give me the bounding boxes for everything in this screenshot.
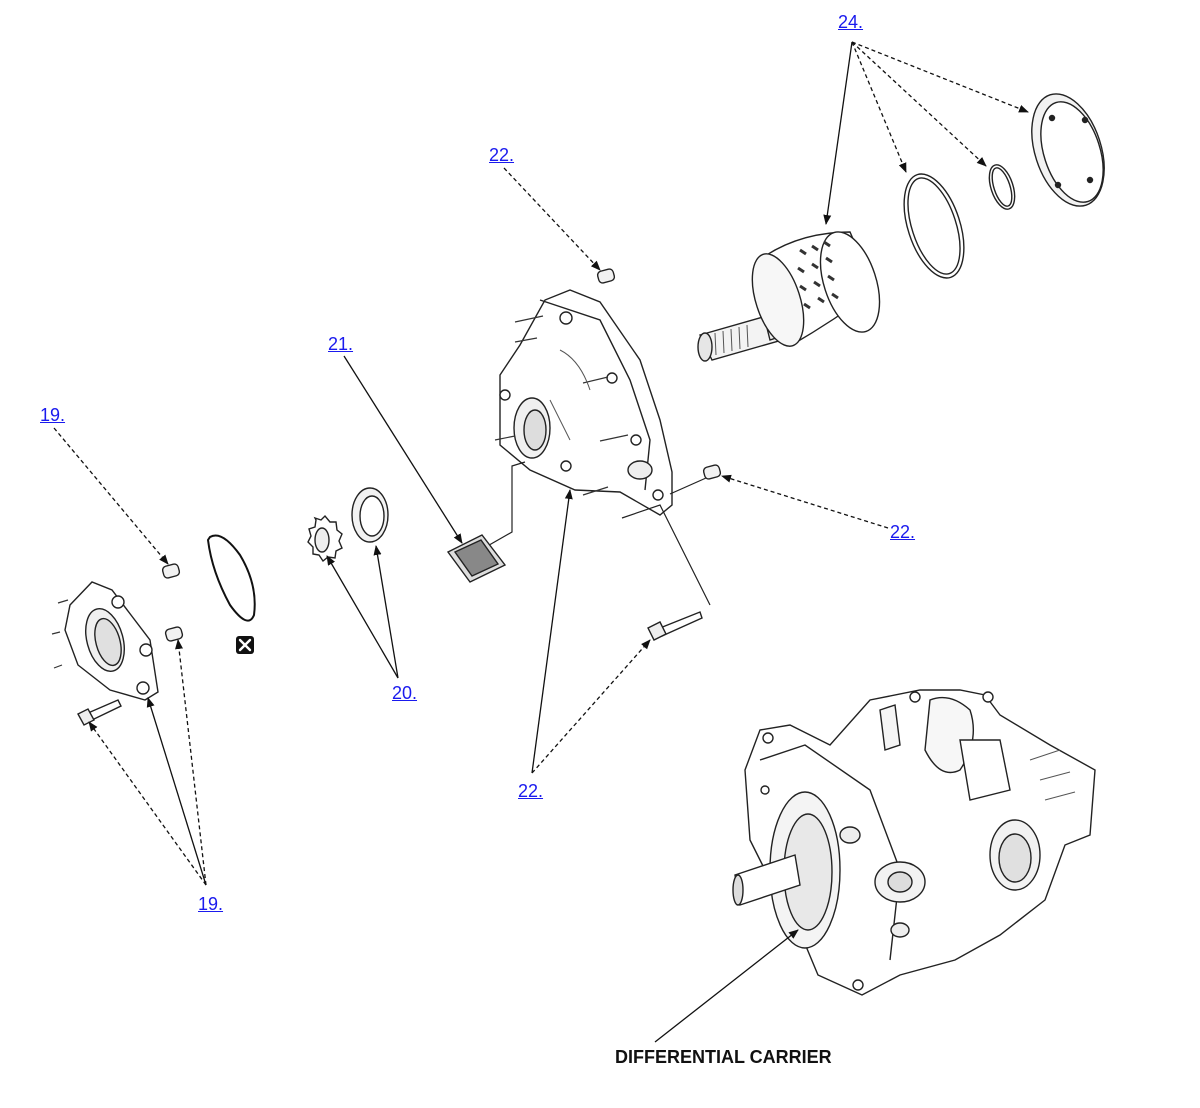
part-24-cover-plate bbox=[1031, 93, 1105, 207]
differential-carrier-label: DIFFERENTIAL CARRIER bbox=[615, 1047, 832, 1067]
callout-20[interactable]: 20. bbox=[392, 683, 418, 703]
part-19-dowel-middle bbox=[164, 626, 184, 642]
callout-19-top[interactable]: 19. bbox=[40, 405, 66, 425]
callout-19-bottom[interactable]: 19. bbox=[198, 894, 224, 914]
guide-line-bolt bbox=[621, 504, 711, 606]
callout-22-bottom[interactable]: 22. bbox=[518, 781, 544, 801]
o-ring bbox=[206, 534, 256, 622]
part-19-dowel-top bbox=[161, 563, 181, 579]
leader-lines bbox=[53, 41, 1029, 1043]
callout-24[interactable]: 24. bbox=[838, 12, 864, 32]
part-22-dowel-top bbox=[596, 268, 616, 284]
part-21-screen bbox=[446, 534, 507, 583]
part-20-outer-gear bbox=[351, 487, 389, 543]
callout-21[interactable]: 21. bbox=[328, 334, 354, 354]
guide-line-screen bbox=[483, 461, 526, 549]
part-22-housing bbox=[494, 289, 673, 516]
part-24-seal-ring bbox=[903, 173, 965, 279]
x-box-icon bbox=[236, 636, 254, 654]
part-22-dowel-right bbox=[702, 464, 722, 480]
differential-carrier bbox=[732, 689, 1096, 996]
callout-22-right[interactable]: 22. bbox=[890, 522, 916, 542]
part-22-bolt bbox=[647, 611, 703, 641]
part-24-clutch-drum bbox=[697, 231, 881, 362]
guide-line-dowel-right bbox=[669, 477, 707, 495]
part-19-bolt bbox=[77, 699, 122, 726]
part-19-pump-body bbox=[51, 581, 159, 701]
part-20-inner-gear bbox=[307, 514, 343, 563]
part-24-snap-ring bbox=[988, 164, 1016, 210]
callout-22-top[interactable]: 22. bbox=[489, 145, 515, 165]
